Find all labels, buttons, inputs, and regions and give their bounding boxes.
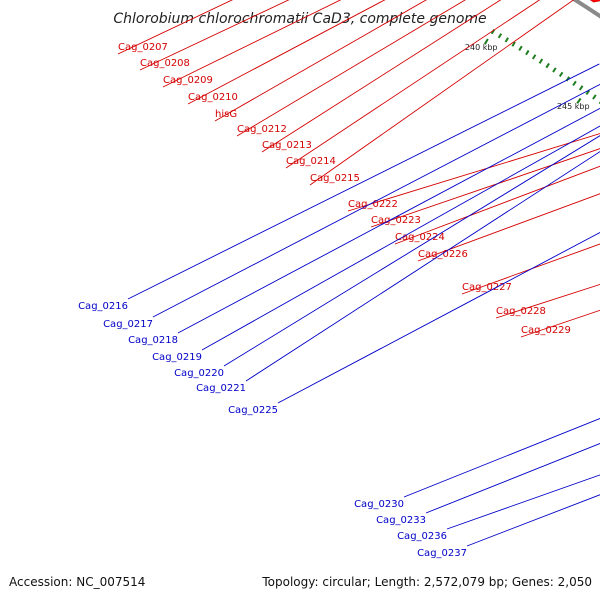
- gc-dot: [592, 94, 597, 100]
- gene-label: Cag_0209: [163, 75, 213, 86]
- label-leader: [261, 0, 502, 153]
- label-leader: [417, 193, 600, 262]
- gene-label: Cag_0233: [376, 515, 426, 526]
- gene-label: Cag_0216: [78, 301, 128, 312]
- gc-dot: [585, 89, 591, 96]
- label-leader: [285, 0, 541, 169]
- gene-label: Cag_0219: [152, 352, 202, 363]
- gc-dot: [531, 54, 537, 60]
- label-leader: [223, 135, 600, 367]
- gc-dot: [525, 49, 530, 56]
- label-leader: [139, 0, 290, 71]
- label-leader: [236, 0, 466, 137]
- label-leader: [466, 494, 600, 547]
- kbp-tick: [483, 38, 489, 45]
- accession-text: Accession: NC_007514: [9, 575, 145, 589]
- label-leader: [495, 283, 600, 319]
- label-leader: [446, 474, 600, 530]
- gene-label: Cag_0218: [128, 335, 178, 346]
- gene-label: Cag_0214: [286, 156, 336, 167]
- gc-dot: [504, 37, 509, 43]
- label-leader: [461, 243, 600, 295]
- label-leader: [152, 83, 600, 318]
- label-leader: [403, 418, 600, 498]
- gene-label: Cag_0210: [188, 92, 238, 103]
- map-title: Chlorobium chlorochromatii CaD3, complet…: [113, 11, 486, 27]
- gene-track: [586, 0, 600, 3]
- label-leader: [187, 0, 386, 105]
- gene-label: Cag_0236: [397, 531, 447, 542]
- kbp-tick: [576, 97, 582, 104]
- gene-label: Cag_0213: [262, 140, 312, 151]
- gene-label: Cag_0215: [310, 173, 360, 184]
- gc-dot: [552, 67, 557, 73]
- gc-dot: [538, 58, 544, 64]
- label-leader: [245, 151, 600, 382]
- gene-label: Cag_0237: [417, 548, 467, 559]
- label-leader: [177, 107, 600, 334]
- gene-label: Cag_0212: [237, 124, 287, 135]
- gene-label: Cag_0221: [196, 383, 246, 394]
- label-leader: [347, 133, 600, 212]
- label-leader: [214, 0, 427, 122]
- gene-label: Cag_0227: [462, 282, 512, 293]
- kbp-label: 240 kbp: [465, 43, 498, 52]
- label-leader: [162, 0, 342, 88]
- label-leader: [520, 309, 600, 338]
- gene-label: Cag_0224: [395, 232, 445, 243]
- label-leader: [394, 165, 600, 245]
- gene-label: Cag_0222: [348, 199, 398, 210]
- label-leader: [309, 0, 575, 186]
- gene-label: Cag_0226: [418, 249, 468, 260]
- gene-label: Cag_0230: [354, 499, 404, 510]
- kbp-label: 245 kbp: [557, 102, 590, 111]
- label-leader: [201, 125, 600, 351]
- gc-dot: [558, 71, 564, 78]
- gc-dot: [572, 80, 577, 86]
- genome-backbone: [571, 0, 600, 19]
- gc-dot: [545, 62, 550, 69]
- gene-label: Cag_0228: [496, 306, 546, 317]
- gc-dot: [511, 41, 516, 47]
- gene-labels: Cag_0207Cag_0208Cag_0209Cag_0210hisGCag_…: [78, 0, 600, 559]
- label-leader: [127, 63, 600, 300]
- gene-label: Cag_0220: [174, 368, 224, 379]
- gene-label: Cag_0217: [103, 319, 153, 330]
- label-leader: [277, 231, 600, 404]
- gene-label: Cag_0225: [228, 405, 278, 416]
- label-leader: [370, 148, 600, 228]
- gene-label: Cag_0229: [521, 325, 571, 336]
- label-leader: [425, 442, 600, 514]
- label-leader: [117, 0, 234, 55]
- gene-label: Cag_0207: [118, 42, 168, 53]
- gene-label: Cag_0208: [140, 58, 190, 69]
- gc-dot: [578, 85, 584, 91]
- gene-label: hisG: [215, 109, 237, 120]
- gc-dot: [518, 45, 523, 51]
- topology-text: Topology: circular; Length: 2,572,079 bp…: [261, 575, 592, 589]
- gene-label: Cag_0223: [371, 215, 421, 226]
- gc-dot: [497, 33, 503, 39]
- gene-Cag_0215[interactable]: [586, 0, 600, 3]
